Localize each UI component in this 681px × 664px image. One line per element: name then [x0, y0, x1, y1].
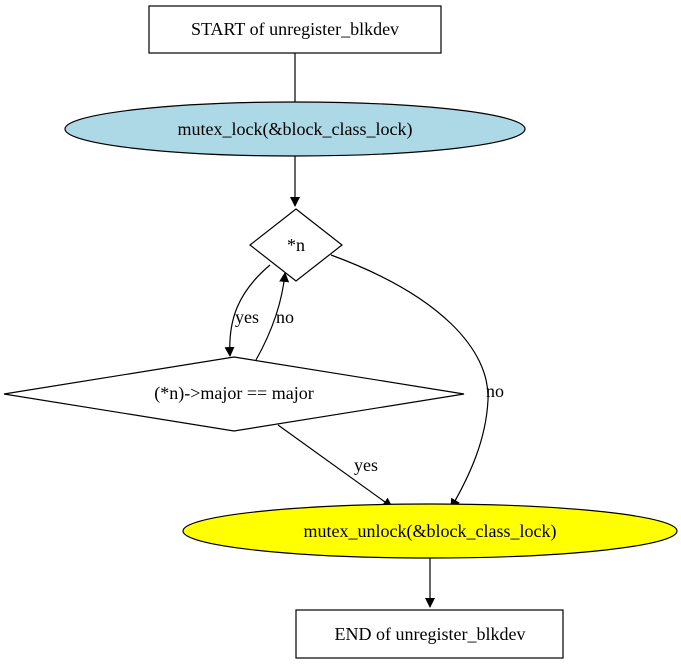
edge-major-yes-to-unlock — [277, 424, 393, 508]
node-start: START of unregister_blkdev — [148, 5, 442, 54]
node-end-label: END of unregister_blkdev — [335, 624, 526, 644]
edges — [224, 53, 489, 608]
edge-label-major-yes: yes — [354, 455, 378, 475]
node-cond-major-label: (*n)->major == major — [154, 383, 313, 404]
edge-label-n-yes: yes — [235, 307, 259, 327]
node-end: END of unregister_blkdev — [295, 609, 564, 659]
edge-label-major-no: no — [276, 307, 294, 327]
node-start-label: START of unregister_blkdev — [191, 19, 399, 39]
node-mutex-unlock: mutex_unlock(&block_class_lock) — [182, 503, 678, 559]
node-mutex-lock-label: mutex_lock(&block_class_lock) — [178, 119, 413, 140]
edge-major-no-to-n — [255, 272, 290, 361]
edge-n-no-to-unlock — [330, 254, 489, 509]
node-cond-n: *n — [249, 208, 343, 282]
edge-n-yes-to-major — [224, 264, 271, 357]
node-mutex-lock: mutex_lock(&block_class_lock) — [64, 101, 526, 157]
node-mutex-unlock-label: mutex_unlock(&block_class_lock) — [304, 521, 557, 542]
node-cond-major: (*n)->major == major — [3, 356, 465, 432]
edge-label-n-no: no — [486, 381, 504, 401]
node-cond-n-label: *n — [287, 235, 305, 255]
